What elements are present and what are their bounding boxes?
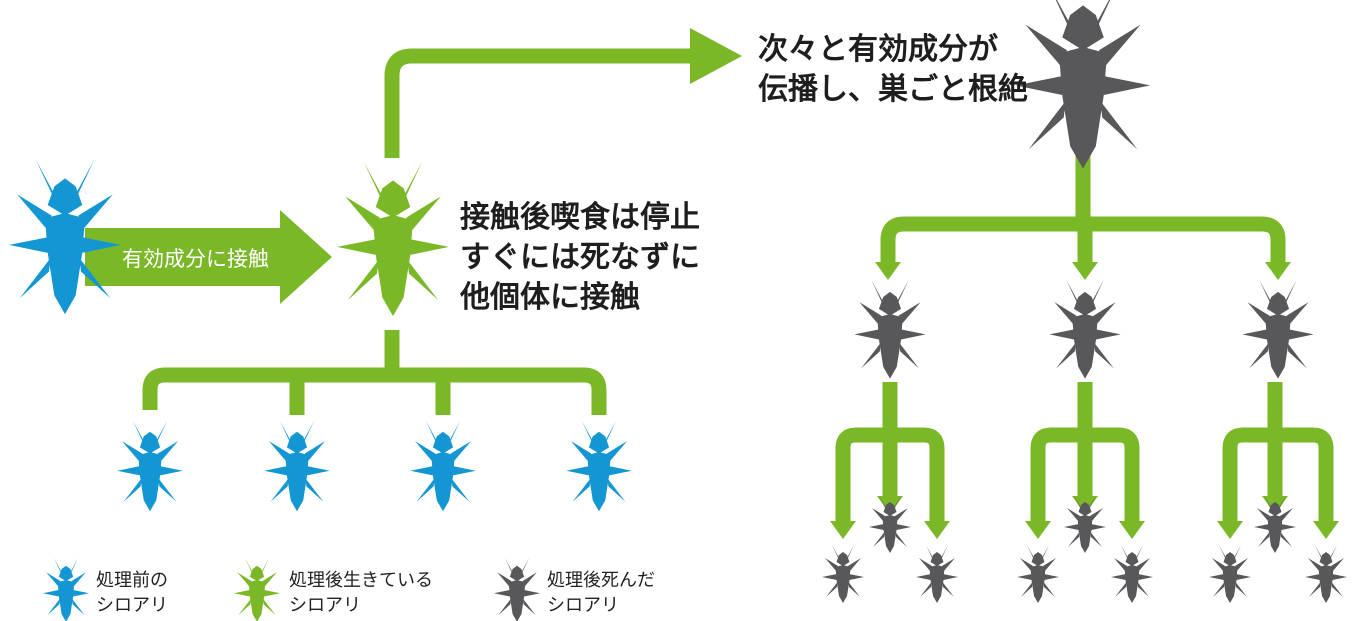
after-contact-text: 接触後喫食は停止 すぐには死なずに 他個体に接触 [460, 198, 700, 318]
spread-line-1: 次々と有効成分が [758, 32, 998, 67]
legend-untreated-line-2: シロアリ [96, 595, 168, 616]
after-contact-line-1: 接触後喫食は停止 [460, 200, 700, 235]
legend-dead-line-1: 処理後死んだ [547, 570, 655, 591]
legend-icon-dead [493, 558, 541, 621]
legend-icon-untreated [42, 558, 90, 621]
after-contact-line-2: すぐには死なずに [460, 240, 700, 275]
after-contact-line-3: 他個体に接触 [460, 280, 640, 315]
connector-lines [142, 48, 1334, 525]
termite-dead-large [1015, 0, 1151, 169]
legend-alive-line-2: シロアリ [289, 595, 361, 616]
spread-line [384, 48, 700, 158]
termite-alive-large [337, 161, 449, 317]
contact-arrow [85, 210, 332, 304]
legend-untreated-line-1: 処理前の [96, 570, 168, 591]
branch-bar-left [142, 367, 607, 415]
dead-termite-bottom-row [822, 495, 1347, 603]
legend-dead-line-2: シロアリ [547, 595, 619, 616]
spread-line-2: 伝播し、巣ごと根絶 [758, 72, 1028, 107]
legend-text-dead: 処理後死んだ シロアリ [547, 568, 655, 618]
spread-text: 次々と有効成分が 伝播し、巣ごと根絶 [758, 30, 1028, 110]
legend-icon-alive [233, 558, 281, 621]
legend-alive-line-1: 処理後生きている [289, 570, 433, 591]
legend-text-untreated: 処理前の シロアリ [96, 568, 168, 618]
spread-arrow-head [690, 28, 742, 84]
untreated-termite-row [117, 420, 632, 512]
dead-termite-mid-row [854, 280, 1314, 379]
legend-text-alive: 処理後生きている シロアリ [289, 568, 433, 618]
contact-label: 有効成分に接触 [122, 247, 269, 271]
